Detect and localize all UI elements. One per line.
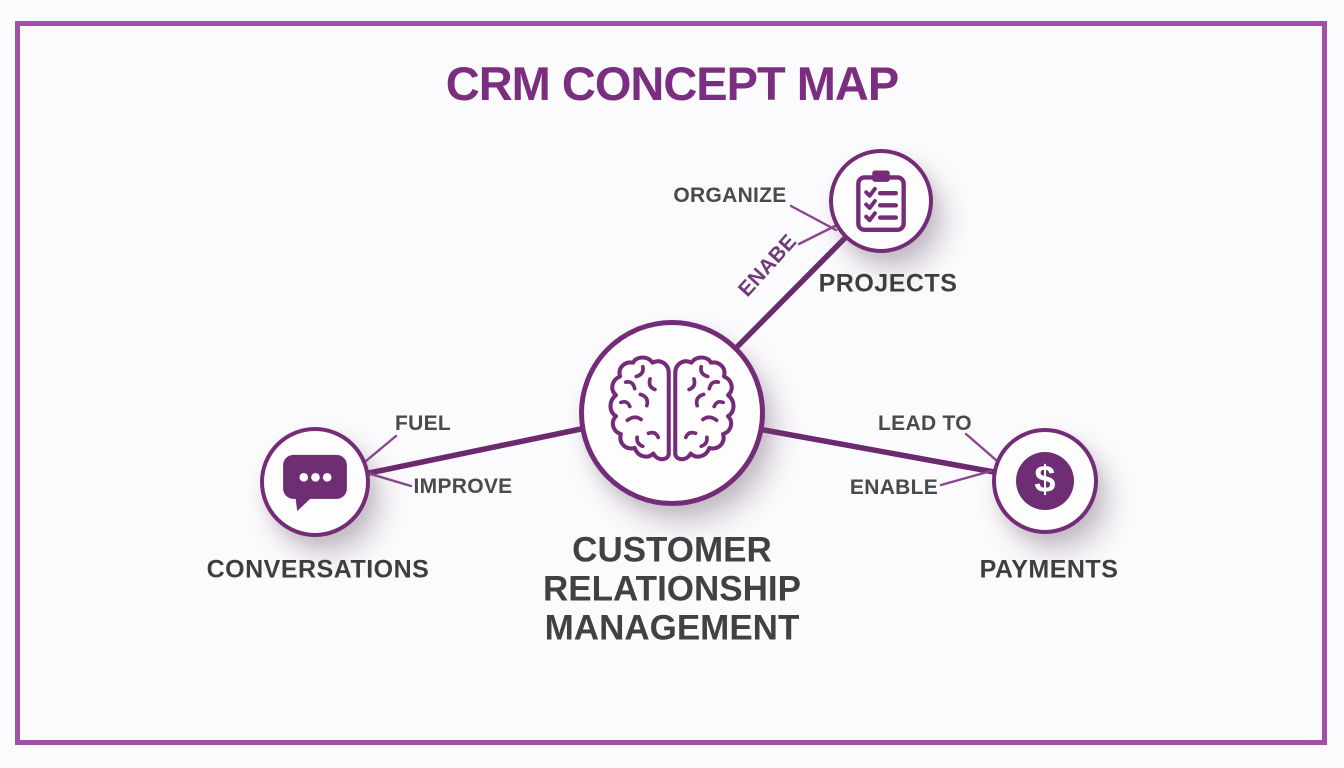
leader-improve	[365, 471, 413, 488]
edge-center-payments	[761, 427, 997, 475]
edge-label-improve: IMPROVE	[413, 475, 513, 498]
node-projects	[829, 149, 933, 253]
page-title: CRM CONCEPT MAP	[445, 57, 899, 110]
brain-icon	[608, 352, 741, 474]
leader-lead-to	[964, 432, 998, 462]
edge-label-organize: ORGANIZE	[673, 184, 787, 207]
leader-fuel	[364, 434, 398, 463]
leader-enabe	[797, 223, 839, 246]
crm-label-line-3: MANAGEMENT	[544, 608, 800, 648]
edge-center-conversations	[366, 426, 584, 476]
edge-label-lead-to: LEAD TO	[878, 412, 972, 435]
crm-label: CUSTOMER RELATIONSHIP MANAGEMENT	[543, 531, 801, 648]
dollar-sign-icon: $	[1016, 452, 1074, 510]
node-conversations	[260, 427, 370, 537]
payments-label: PAYMENTS	[979, 555, 1119, 584]
chat-bubble-icon	[283, 454, 347, 512]
projects-label: PROJECTS	[818, 269, 958, 298]
crm-label-line-1: CUSTOMER	[572, 530, 772, 570]
node-crm-center	[579, 320, 765, 506]
edge-label-enable: ENABLE	[849, 476, 939, 499]
edge-label-fuel: FUEL	[394, 412, 452, 435]
conversations-label: CONVERSATIONS	[206, 555, 430, 584]
clipboard-checklist-icon	[856, 170, 906, 232]
dollar-glyph: $	[1034, 458, 1056, 501]
leader-organize	[789, 204, 838, 232]
leader-enable	[939, 469, 993, 487]
crm-label-line-2: RELATIONSHIP	[543, 569, 801, 609]
edge-center-projects	[734, 235, 848, 350]
node-payments: $	[992, 428, 1098, 534]
